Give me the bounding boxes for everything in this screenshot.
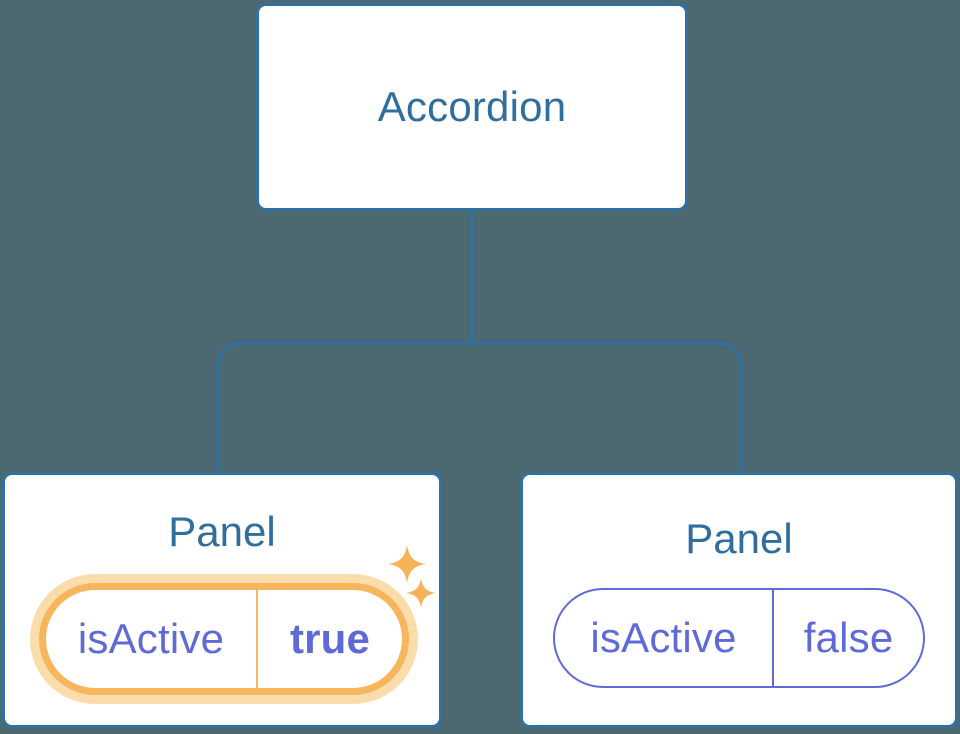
state-pill-inactive: isActive false bbox=[553, 588, 925, 688]
state-key: isActive bbox=[77, 615, 225, 662]
panel-title: Panel bbox=[168, 508, 276, 555]
panel-node-inactive: Panel isActive false bbox=[520, 472, 958, 728]
connector-branch bbox=[216, 341, 743, 472]
state-key: isActive bbox=[590, 614, 737, 661]
accordion-node: Accordion bbox=[256, 3, 688, 211]
state-pill-active: isActive true bbox=[39, 583, 409, 695]
pill-divider bbox=[772, 590, 775, 686]
sparkle-icon bbox=[406, 578, 436, 608]
panel-node-active: Panel isActive true bbox=[2, 472, 442, 728]
pill-divider bbox=[256, 590, 259, 688]
accordion-node-label: Accordion bbox=[377, 83, 567, 130]
state-value: true bbox=[289, 615, 371, 662]
state-value: false bbox=[803, 614, 894, 661]
panel-title: Panel bbox=[685, 515, 793, 562]
